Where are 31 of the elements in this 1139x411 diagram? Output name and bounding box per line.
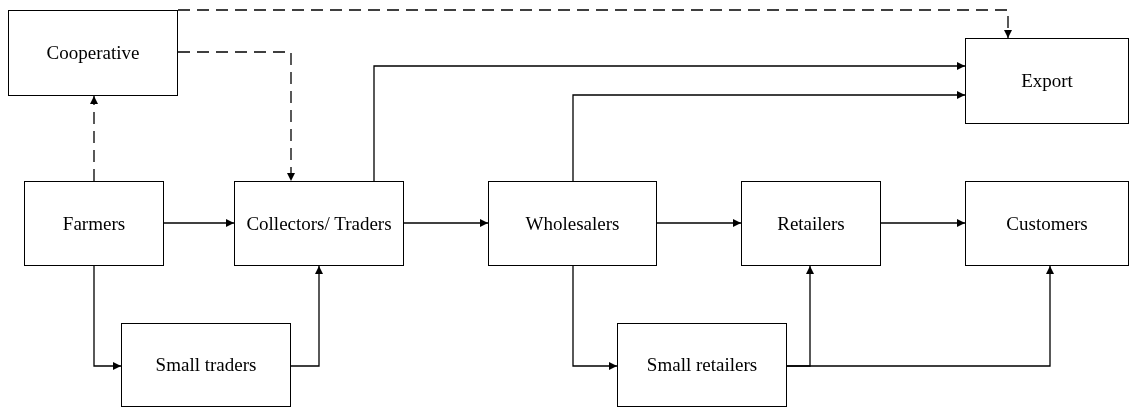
- process-box: [965, 38, 1129, 124]
- box-label: Retailers: [777, 211, 845, 236]
- arrow: [93, 265, 122, 370]
- arrow: [163, 219, 235, 227]
- arrow: [572, 91, 966, 182]
- box-label: Small traders: [155, 353, 257, 377]
- process-box: [488, 181, 657, 266]
- process-box: [121, 323, 291, 407]
- arrow: [177, 9, 1012, 39]
- box-label: Export: [1021, 69, 1073, 93]
- arrow: [403, 219, 489, 227]
- box-label: Wholesalers: [525, 211, 620, 236]
- arrow: [656, 219, 742, 227]
- box-label: Farmers: [62, 211, 126, 236]
- arrow: [572, 265, 618, 370]
- arrow: [177, 51, 295, 182]
- process-box: [8, 10, 178, 96]
- box-label: Collectors/ Traders: [246, 211, 392, 236]
- arrow: [786, 265, 1054, 367]
- process-box: [741, 181, 881, 266]
- process-box: [234, 181, 404, 266]
- arrow: [373, 62, 966, 182]
- arrow: [880, 219, 966, 227]
- process-box: [617, 323, 787, 407]
- box-label: Cooperative: [46, 41, 140, 65]
- process-box: [24, 181, 164, 266]
- arrow: [90, 95, 98, 182]
- box-label: Small retailers: [646, 353, 758, 377]
- arrow: [290, 265, 323, 367]
- box-label: Customers: [1006, 211, 1088, 236]
- process-box: [965, 181, 1129, 266]
